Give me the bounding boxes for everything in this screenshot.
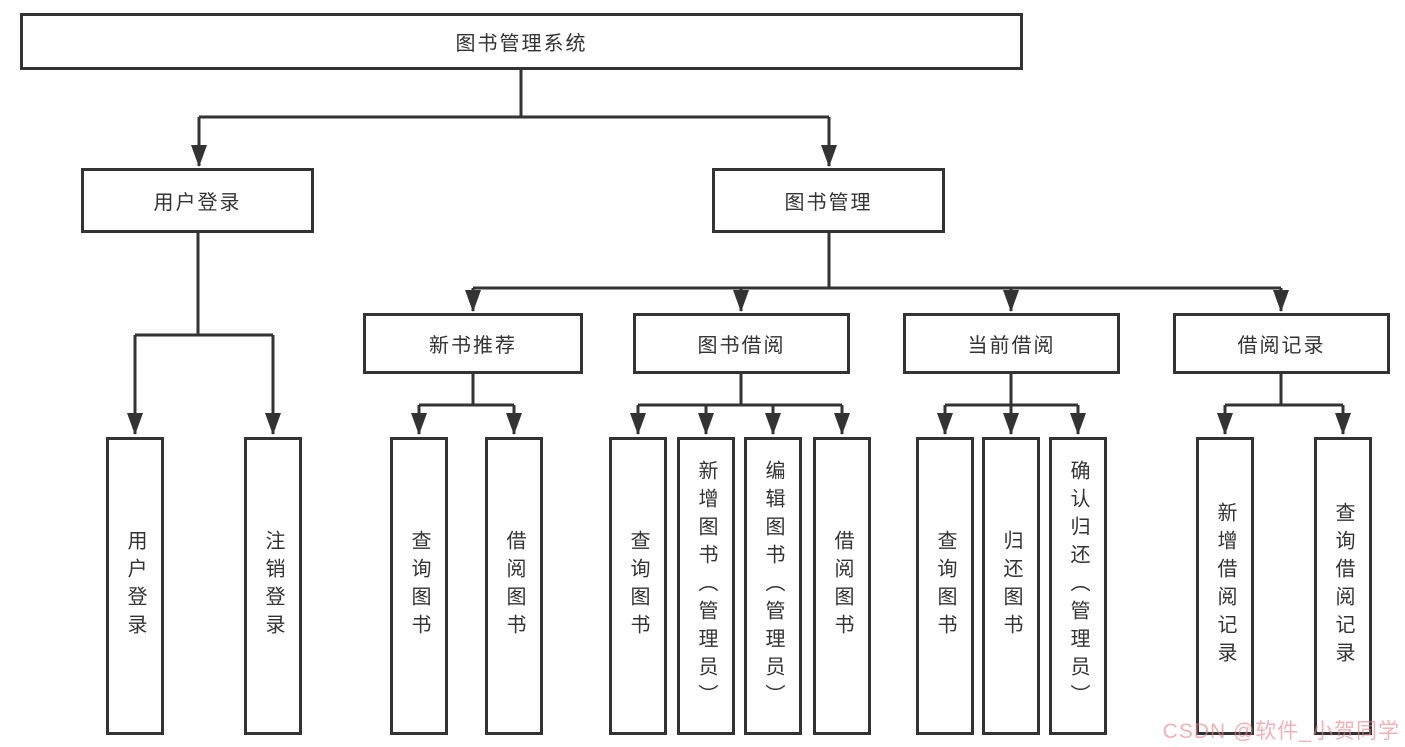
- node-leaf-return-book-label: 归还图书: [1000, 530, 1022, 642]
- node-leaf-return-book: 归还图书: [982, 437, 1040, 735]
- node-leaf-add-book-admin: 新增图书（管理员）: [677, 437, 735, 735]
- node-new-book-recommend: 新书推荐: [363, 313, 583, 374]
- node-leaf-confirm-return-admin: 确认归还（管理员）: [1049, 437, 1107, 735]
- node-leaf-query-book-recommend: 查询图书: [390, 437, 448, 735]
- node-current-borrowing: 当前借阅: [903, 313, 1120, 374]
- node-user-login-label: 用户登录: [153, 192, 242, 214]
- node-current-borrowing-label: 当前借阅: [967, 335, 1056, 357]
- node-leaf-query-book-recommend-label: 查询图书: [408, 530, 430, 642]
- node-book-borrowing: 图书借阅: [633, 313, 850, 374]
- node-book-management-label: 图书管理: [784, 192, 873, 214]
- node-leaf-borrow-book-borrowing-label: 借阅图书: [831, 530, 853, 642]
- connector-book-borrow-rail: [638, 374, 842, 407]
- node-leaf-edit-book-admin-label: 编辑图书（管理员）: [762, 460, 784, 712]
- node-leaf-query-book-current: 查询图书: [916, 437, 974, 735]
- node-book-borrowing-label: 图书借阅: [697, 335, 786, 357]
- node-leaf-logout: 注销登录: [244, 437, 302, 735]
- node-borrowing-records: 借阅记录: [1173, 313, 1390, 374]
- connector-current-borrow-rail: [945, 374, 1078, 407]
- node-leaf-confirm-return-admin-label: 确认归还（管理员）: [1067, 460, 1089, 712]
- node-library-system-label: 图书管理系统: [455, 33, 588, 55]
- node-borrowing-records-label: 借阅记录: [1237, 335, 1326, 357]
- node-user-login: 用户登录: [81, 168, 314, 233]
- node-new-book-recommend-label: 新书推荐: [429, 335, 517, 357]
- node-book-management: 图书管理: [712, 168, 945, 233]
- node-leaf-query-book-borrowing: 查询图书: [609, 437, 667, 735]
- node-leaf-borrow-book-borrowing: 借阅图书: [813, 437, 871, 735]
- node-library-system: 图书管理系统: [20, 13, 1023, 70]
- connector-root-rail: [199, 70, 829, 119]
- node-leaf-user-login-label: 用户登录: [124, 530, 146, 642]
- connector-new-book-rail: [419, 374, 514, 407]
- node-leaf-query-book-current-label: 查询图书: [934, 530, 956, 642]
- node-leaf-query-book-borrowing-label: 查询图书: [627, 530, 649, 642]
- connector-user-login-rail: [135, 233, 273, 337]
- connector-borrow-records-rail: [1225, 374, 1343, 407]
- node-leaf-logout-label: 注销登录: [262, 530, 284, 642]
- node-leaf-add-book-admin-label: 新增图书（管理员）: [695, 460, 717, 712]
- node-leaf-query-borrow-record: 查询借阅记录: [1314, 437, 1372, 735]
- node-leaf-query-borrow-record-label: 查询借阅记录: [1332, 502, 1354, 670]
- node-leaf-add-borrow-record: 新增借阅记录: [1196, 437, 1254, 735]
- node-leaf-edit-book-admin: 编辑图书（管理员）: [744, 437, 802, 735]
- node-leaf-user-login: 用户登录: [106, 437, 164, 735]
- node-leaf-borrow-book-recommend-label: 借阅图书: [503, 530, 525, 642]
- node-leaf-add-borrow-record-label: 新增借阅记录: [1214, 502, 1236, 670]
- node-leaf-borrow-book-recommend: 借阅图书: [485, 437, 543, 735]
- connector-book-mgmt-rail: [473, 233, 1281, 290]
